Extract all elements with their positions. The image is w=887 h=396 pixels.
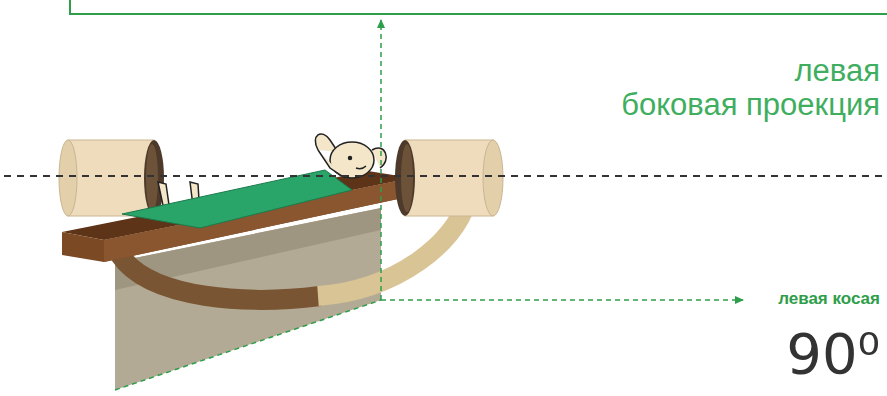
top-frame (70, 0, 887, 14)
projection-label: левая боковая проекция (617, 54, 880, 122)
beam-axis (4, 175, 887, 177)
left-detector (59, 140, 164, 216)
c-arm-right (318, 205, 465, 296)
right-detector (395, 140, 503, 216)
angle-label: 90⁰ (786, 322, 880, 386)
patient-head (315, 134, 386, 178)
horizontal-arrow (381, 299, 743, 301)
vertical-arrow (380, 20, 382, 300)
base-line (115, 300, 381, 390)
oblique-label: левая косая (778, 289, 880, 309)
c-arm-left (120, 255, 320, 300)
sheet (122, 170, 352, 228)
